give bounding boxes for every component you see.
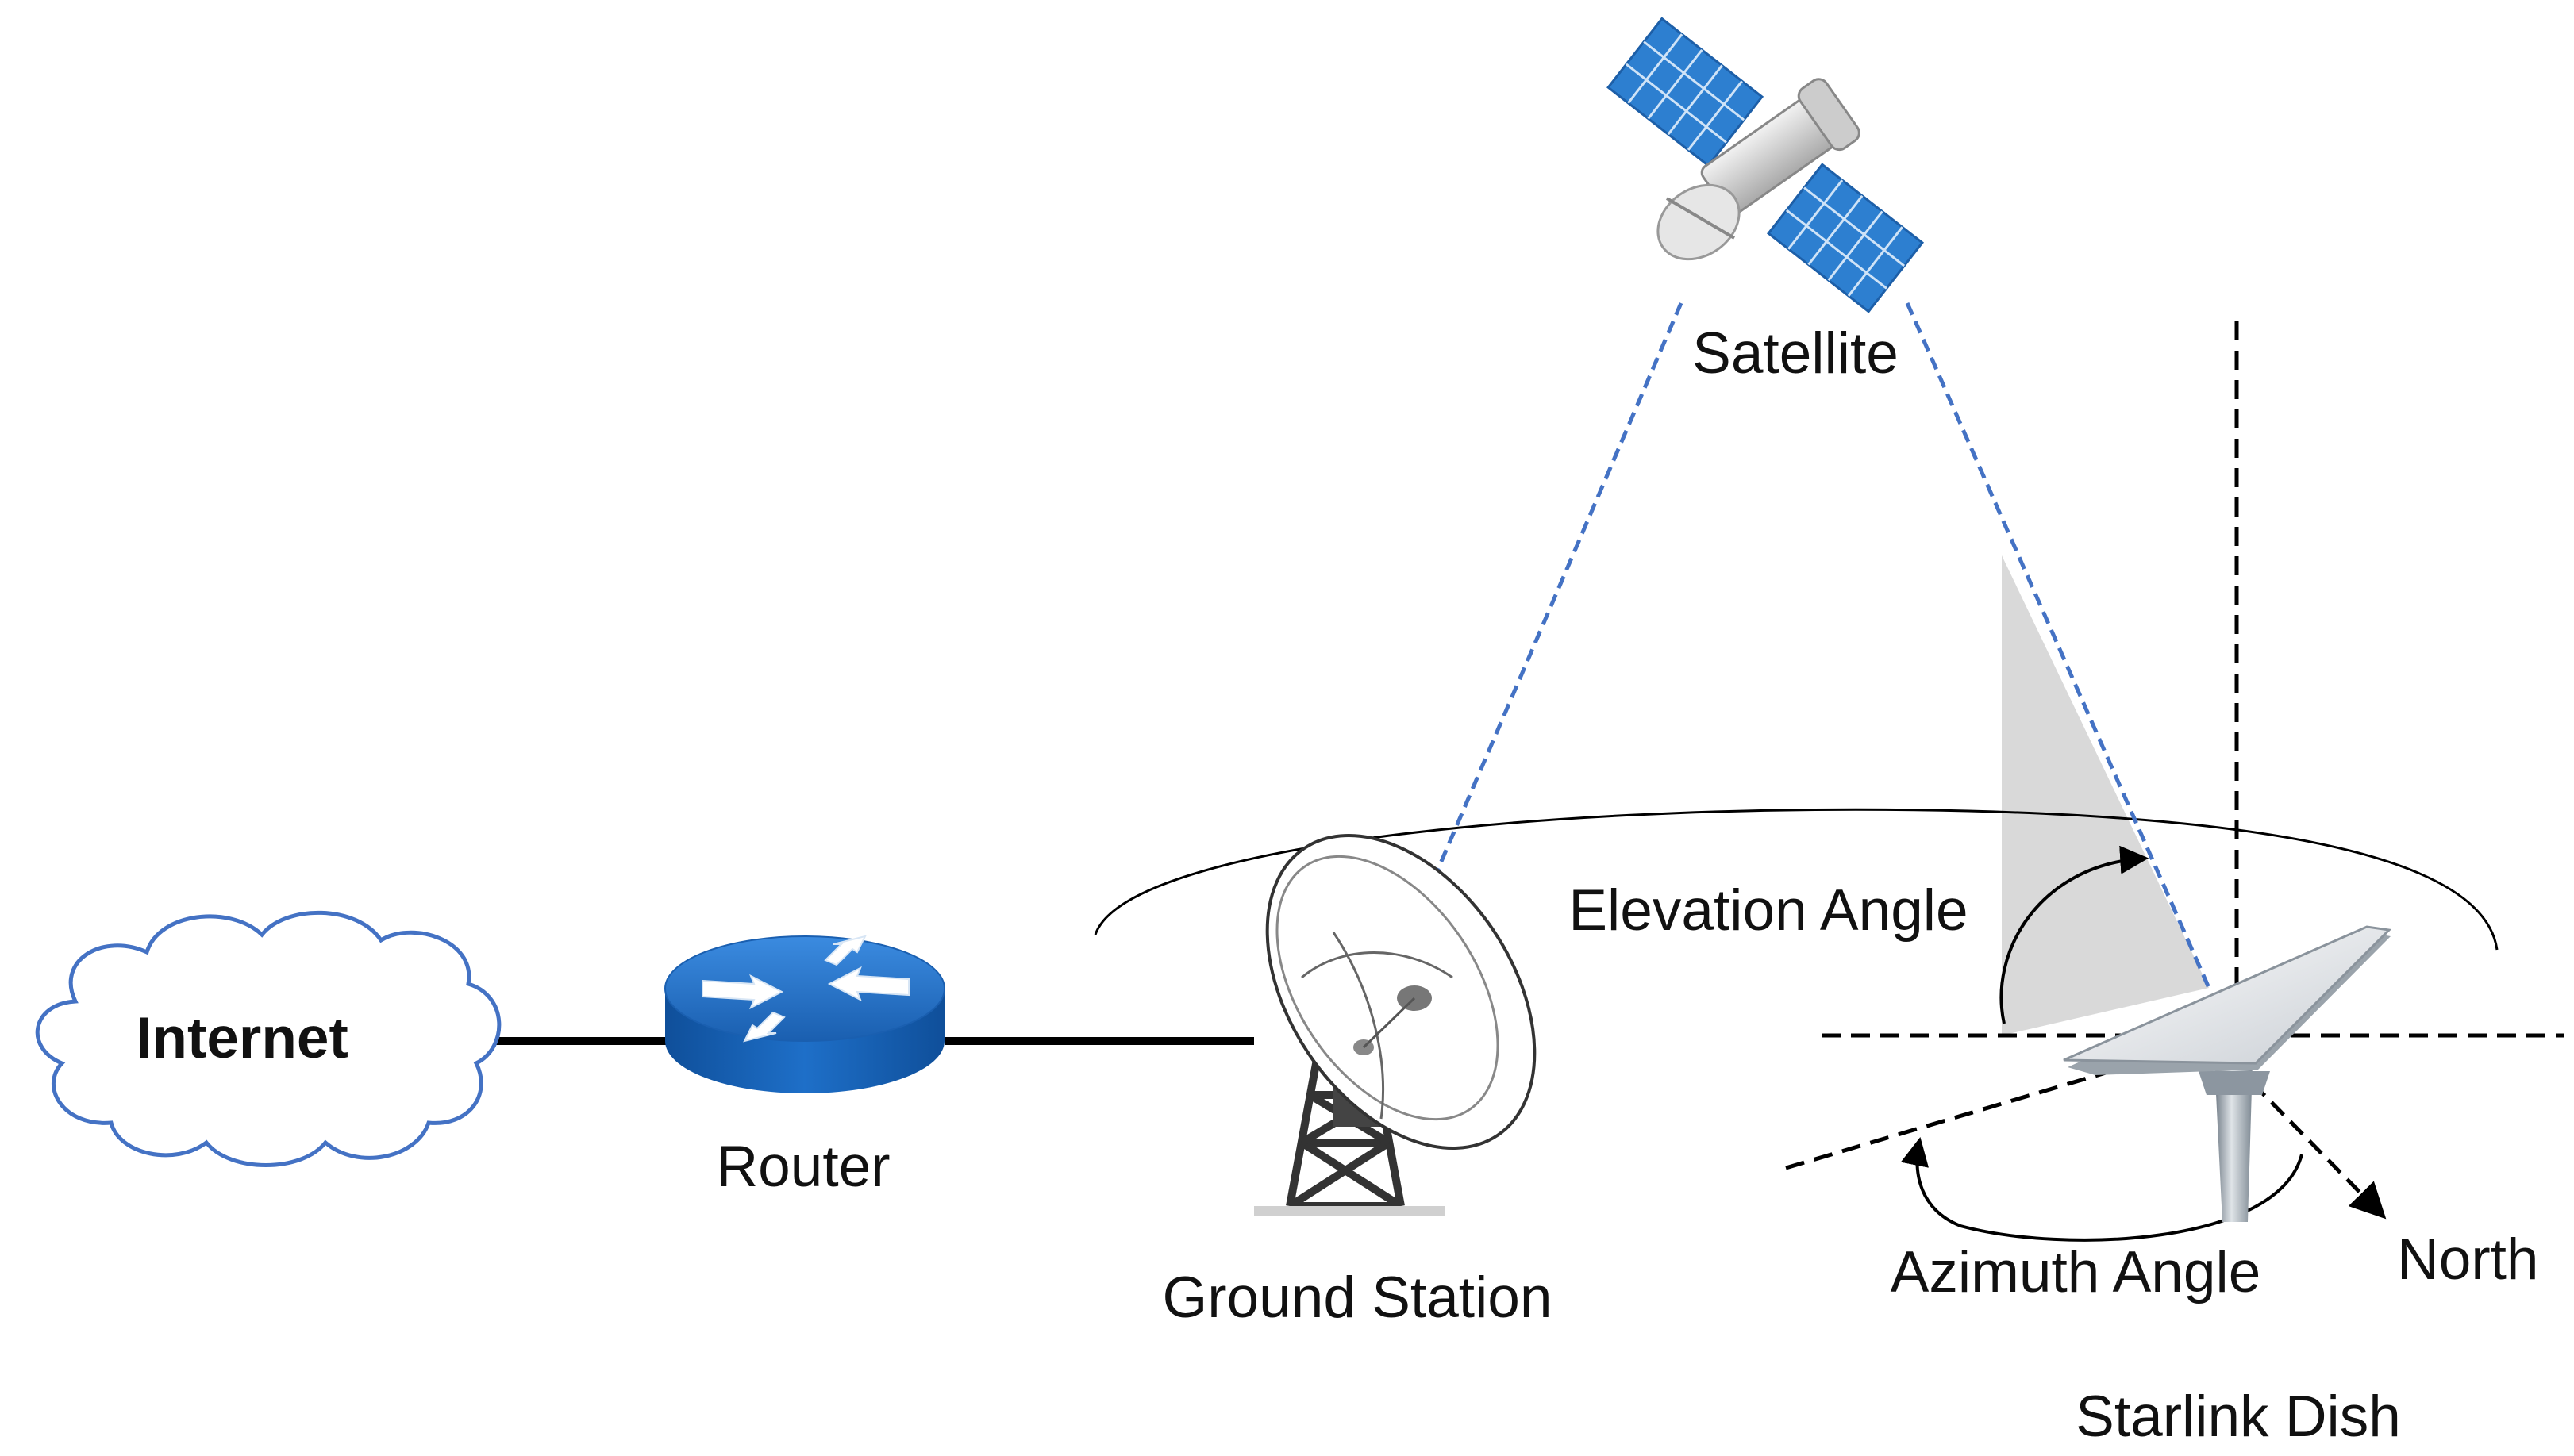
satellite-label: Satellite	[1692, 321, 1899, 386]
azimuth-angle-arc	[1900, 1136, 2303, 1242]
satellite-icon	[1606, 17, 1925, 313]
elevation-shade	[2002, 555, 2209, 1035]
starlink-dish-icon	[2063, 925, 2392, 1222]
azimuth-angle-label: Azimuth Angle	[1891, 1240, 2261, 1304]
starlink-dish-label: Starlink Dish	[2076, 1385, 2401, 1449]
azimuth-heading-line	[1785, 1059, 2144, 1170]
router-icon	[664, 935, 945, 1093]
elevation-angle-arc	[1999, 845, 2149, 1024]
link-satellite-starlink-dish	[1905, 302, 2211, 989]
ground-station-label: Ground Station	[1162, 1266, 1552, 1330]
north-arrow	[2251, 1081, 2387, 1220]
elevation-angle-label: Elevation Angle	[1568, 878, 1968, 943]
cloud-icon	[35, 910, 502, 1167]
link-satellite-ground-station	[1414, 302, 1683, 921]
horizon-arc	[1094, 808, 2499, 951]
north-label: North	[2397, 1227, 2539, 1292]
ground-station-antenna-icon	[1254, 834, 1537, 1216]
internet-label: Internet	[136, 1006, 348, 1070]
router-label: Router	[716, 1135, 890, 1199]
